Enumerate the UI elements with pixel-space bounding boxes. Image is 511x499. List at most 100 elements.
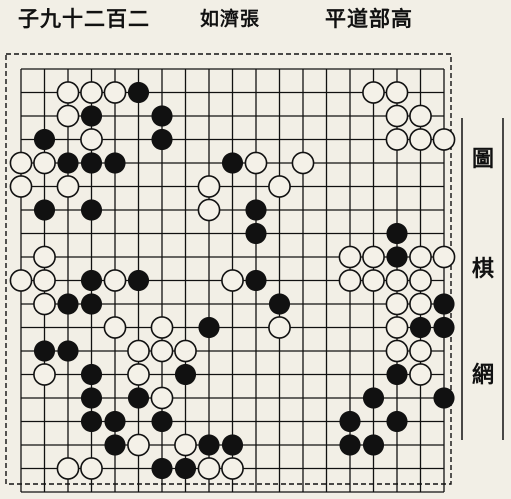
black-stone bbox=[386, 246, 408, 268]
black-stone bbox=[127, 387, 150, 409]
black-stone bbox=[151, 105, 173, 127]
black-stone bbox=[339, 410, 361, 433]
white-stone bbox=[103, 81, 127, 104]
black-stone bbox=[80, 293, 103, 315]
white-stone bbox=[197, 198, 221, 222]
white-stone bbox=[221, 269, 244, 292]
white-stone bbox=[56, 81, 80, 104]
black-stone bbox=[433, 387, 455, 409]
white-stone bbox=[362, 81, 385, 104]
white-stone bbox=[56, 104, 80, 128]
black-stone bbox=[433, 293, 455, 315]
black-stone bbox=[339, 434, 361, 456]
white-stone bbox=[291, 151, 315, 175]
white-stone bbox=[127, 433, 150, 457]
black-stone bbox=[80, 269, 103, 292]
white-stone bbox=[56, 457, 80, 480]
white-stone bbox=[33, 245, 56, 269]
white-stone bbox=[362, 245, 385, 269]
white-stone bbox=[338, 245, 362, 269]
white-stone bbox=[103, 316, 127, 339]
black-stone bbox=[127, 81, 150, 104]
white-stone bbox=[80, 457, 103, 480]
white-stone bbox=[127, 339, 150, 363]
player-white-name: 如濟張 bbox=[200, 8, 261, 30]
board-stones bbox=[9, 81, 456, 480]
white-stone bbox=[385, 339, 409, 363]
white-stone bbox=[103, 269, 127, 292]
black-stone bbox=[57, 152, 79, 174]
white-stone bbox=[9, 269, 33, 292]
black-stone bbox=[198, 316, 220, 339]
white-stone bbox=[221, 457, 244, 480]
white-stone bbox=[409, 104, 432, 128]
black-stone bbox=[33, 199, 56, 221]
white-stone bbox=[150, 386, 174, 410]
white-stone bbox=[197, 457, 221, 480]
black-stone bbox=[362, 387, 385, 409]
black-stone bbox=[80, 199, 103, 221]
black-stone bbox=[245, 269, 267, 292]
white-stone bbox=[432, 128, 456, 151]
player-black-name: 平道部高 bbox=[325, 6, 413, 31]
side-title-char-3: 網 bbox=[470, 362, 496, 388]
board-outer-border bbox=[5, 53, 452, 485]
black-stone bbox=[127, 269, 150, 292]
white-stone bbox=[174, 339, 197, 363]
side-title-char-2: 棋 bbox=[470, 256, 496, 282]
white-stone bbox=[409, 269, 432, 292]
white-stone bbox=[150, 339, 174, 363]
white-stone bbox=[80, 128, 103, 151]
black-stone bbox=[80, 410, 103, 433]
black-stone bbox=[386, 410, 408, 433]
white-stone bbox=[409, 245, 432, 269]
white-stone bbox=[385, 269, 409, 292]
black-stone bbox=[386, 222, 408, 245]
black-stone bbox=[174, 457, 197, 480]
black-stone bbox=[151, 128, 173, 151]
white-stone bbox=[362, 269, 385, 292]
black-stone bbox=[151, 457, 173, 480]
white-stone bbox=[268, 316, 291, 339]
black-stone bbox=[104, 434, 126, 456]
white-stone bbox=[385, 104, 409, 128]
black-stone bbox=[221, 152, 244, 174]
black-stone bbox=[33, 128, 56, 151]
white-stone bbox=[33, 363, 56, 386]
black-stone bbox=[386, 363, 408, 386]
white-stone bbox=[409, 128, 432, 151]
board-frame bbox=[5, 53, 452, 485]
white-stone bbox=[385, 316, 409, 339]
black-stone bbox=[33, 340, 56, 362]
white-stone bbox=[33, 269, 56, 292]
black-stone bbox=[245, 222, 267, 245]
black-stone bbox=[362, 434, 385, 456]
white-stone bbox=[174, 433, 197, 457]
black-stone bbox=[151, 410, 173, 433]
white-stone bbox=[9, 175, 33, 198]
black-stone bbox=[104, 410, 126, 433]
white-stone bbox=[33, 151, 56, 175]
black-stone bbox=[433, 316, 455, 339]
black-stone bbox=[174, 363, 197, 386]
black-stone bbox=[80, 387, 103, 409]
white-stone bbox=[385, 81, 409, 104]
black-stone bbox=[80, 105, 103, 127]
diagram-number: 子九十二百二 bbox=[18, 6, 150, 31]
white-stone bbox=[385, 128, 409, 151]
black-stone bbox=[80, 363, 103, 386]
black-stone bbox=[57, 293, 79, 315]
white-stone bbox=[80, 81, 103, 104]
white-stone bbox=[244, 151, 268, 175]
black-stone bbox=[57, 340, 79, 362]
white-stone bbox=[9, 151, 33, 175]
side-rule bbox=[461, 118, 504, 440]
black-stone bbox=[198, 434, 220, 456]
white-stone bbox=[409, 339, 432, 363]
black-stone bbox=[104, 152, 126, 174]
white-stone bbox=[33, 292, 56, 316]
white-stone bbox=[432, 245, 456, 269]
white-stone bbox=[56, 175, 80, 198]
